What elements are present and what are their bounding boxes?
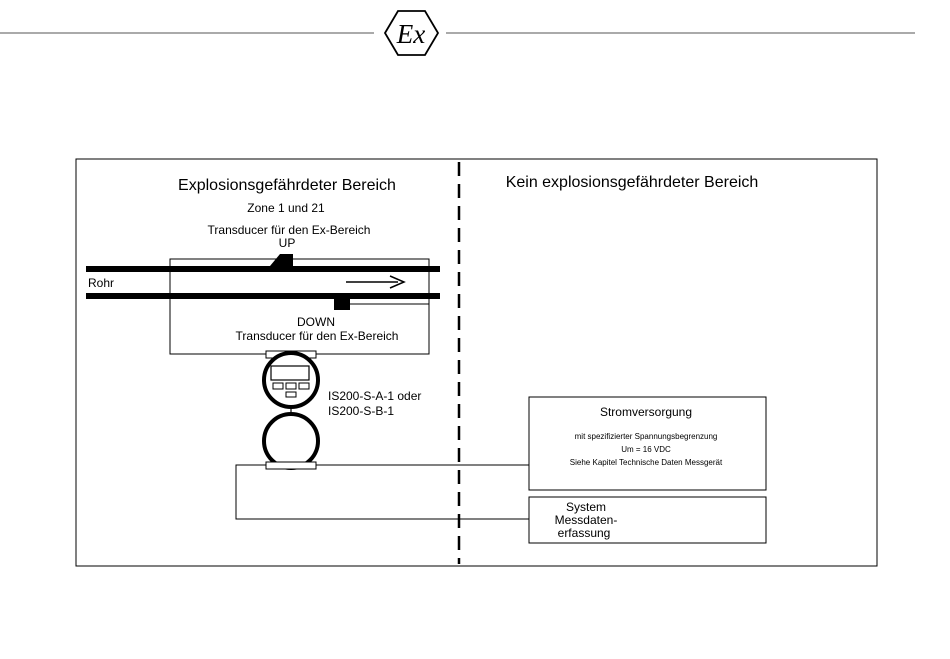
flowmeter-device xyxy=(262,350,320,470)
hazardous-area-title: Explosionsgefährdeter Bereich xyxy=(178,177,396,194)
up-label: UP xyxy=(279,236,296,250)
header-logo-text: Ex xyxy=(396,19,425,49)
flowmeter-body xyxy=(262,412,320,470)
system-box-line1: System xyxy=(566,500,606,514)
diagram-frame xyxy=(75,158,878,567)
flowmeter-display-screen xyxy=(270,365,310,381)
power-supply-line1: mit spezifizierter Spannungsbegrenzung xyxy=(575,432,718,441)
transducer-up xyxy=(270,254,293,266)
power-supply-box xyxy=(528,396,767,491)
power-supply-line3: Siehe Kapitel Technische Daten Messgerät xyxy=(570,458,723,467)
pipe xyxy=(86,266,440,299)
ex-atex-hexagon-icon: Ex xyxy=(383,10,440,56)
safe-area-title: Kein explosionsgefährdeter Bereich xyxy=(506,174,759,191)
flow-arrow-icon xyxy=(346,275,406,289)
zone-label: Zone 1 und 21 xyxy=(247,201,325,215)
power-wire xyxy=(235,464,529,520)
power-supply-title: Stromversorgung xyxy=(600,405,692,419)
transducer-up-caption: Transducer für den Ex-Bereich xyxy=(208,223,371,237)
transducer-down-block xyxy=(334,299,350,310)
device-model-line2: IS200-S-B-1 xyxy=(328,404,394,418)
system-box-line3: erfassung xyxy=(558,526,611,540)
pipe-label: Rohr xyxy=(88,276,114,290)
device-model-line1: IS200-S-A-1 oder xyxy=(328,389,421,403)
down-label: DOWN xyxy=(297,315,335,329)
system-box xyxy=(528,496,767,544)
system-box-line2: Messdaten- xyxy=(555,513,618,527)
transducer-down-caption: Transducer für den Ex-Bereich xyxy=(236,329,399,343)
power-supply-line2: Um = 16 VDC xyxy=(621,445,671,454)
